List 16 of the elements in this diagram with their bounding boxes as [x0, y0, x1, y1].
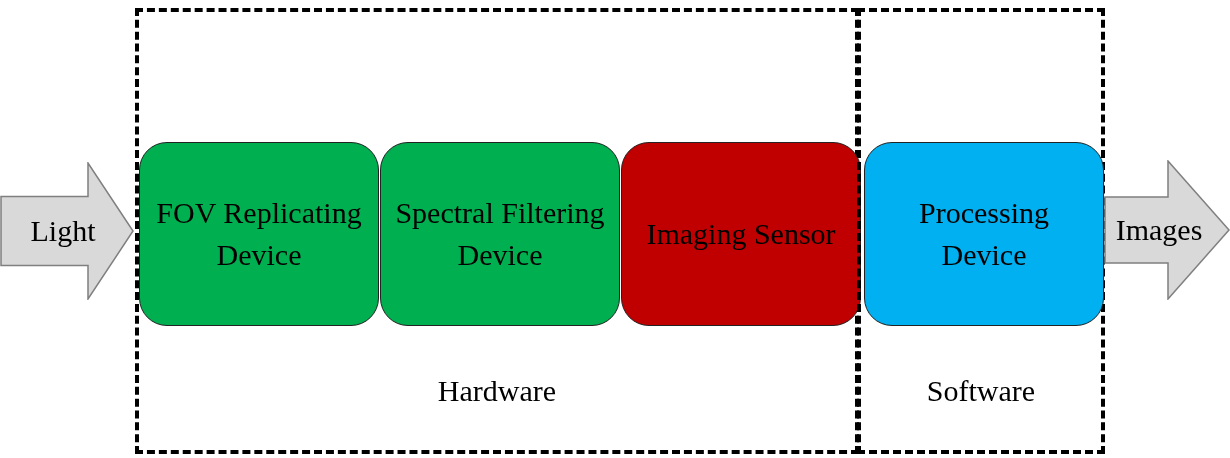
process-box [864, 142, 1104, 326]
box-label: Imaging Sensor [645, 216, 837, 252]
output-arrow [1104, 160, 1230, 300]
arrow-label: Images [1114, 212, 1204, 248]
box-label: Spectral Filtering Device [394, 195, 606, 273]
input-arrow [0, 162, 134, 300]
arrow-label: Light [29, 213, 97, 249]
process-box [621, 142, 861, 326]
group-label: Software [925, 373, 1037, 409]
group-label: Hardware [436, 373, 558, 409]
process-box [139, 142, 379, 326]
box-label: Processing Device [918, 195, 1050, 273]
hardware-group [135, 8, 859, 454]
box-label: FOV Replicating Device [155, 195, 363, 273]
software-group [857, 8, 1105, 454]
process-box [380, 142, 620, 326]
